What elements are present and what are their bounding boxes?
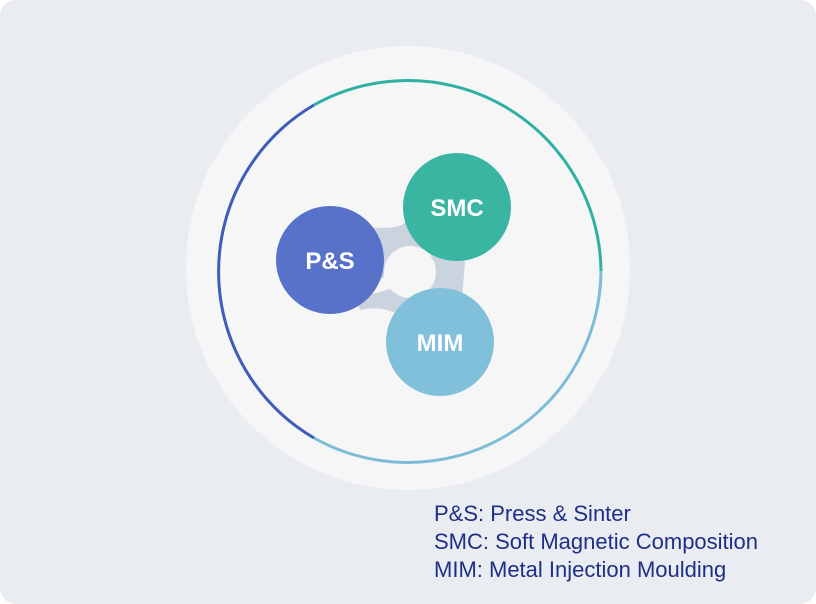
node-mim: MIM	[386, 288, 494, 396]
node-smc-label: SMC	[430, 195, 483, 222]
legend-item-ps: P&S: Press & Sinter	[434, 501, 631, 526]
legend-item-smc: SMC: Soft Magnetic Composition	[434, 529, 759, 554]
outer-ring-bottom-right-arc	[313, 270, 603, 464]
node-mim-circle	[386, 288, 494, 396]
node-smc-circle	[403, 153, 511, 261]
outer-ring-top-right-arc	[313, 79, 603, 272]
outer-ring-left-arc	[217, 103, 315, 440]
legend-item-mim: MIM: Metal Injection Moulding	[434, 557, 727, 582]
node-ps-circle	[276, 206, 384, 314]
node-ps: P&S	[276, 206, 384, 314]
node-smc: SMC	[403, 153, 511, 261]
connector-center-hole	[384, 246, 436, 298]
connector-smc-mim	[425, 250, 465, 300]
node-mim-label: MIM	[417, 330, 464, 357]
node-ps-label: P&S	[305, 248, 354, 275]
outer-ring	[217, 79, 603, 464]
legend: P&S: Press & Sinter SMC: Soft Magnetic C…	[434, 500, 810, 584]
